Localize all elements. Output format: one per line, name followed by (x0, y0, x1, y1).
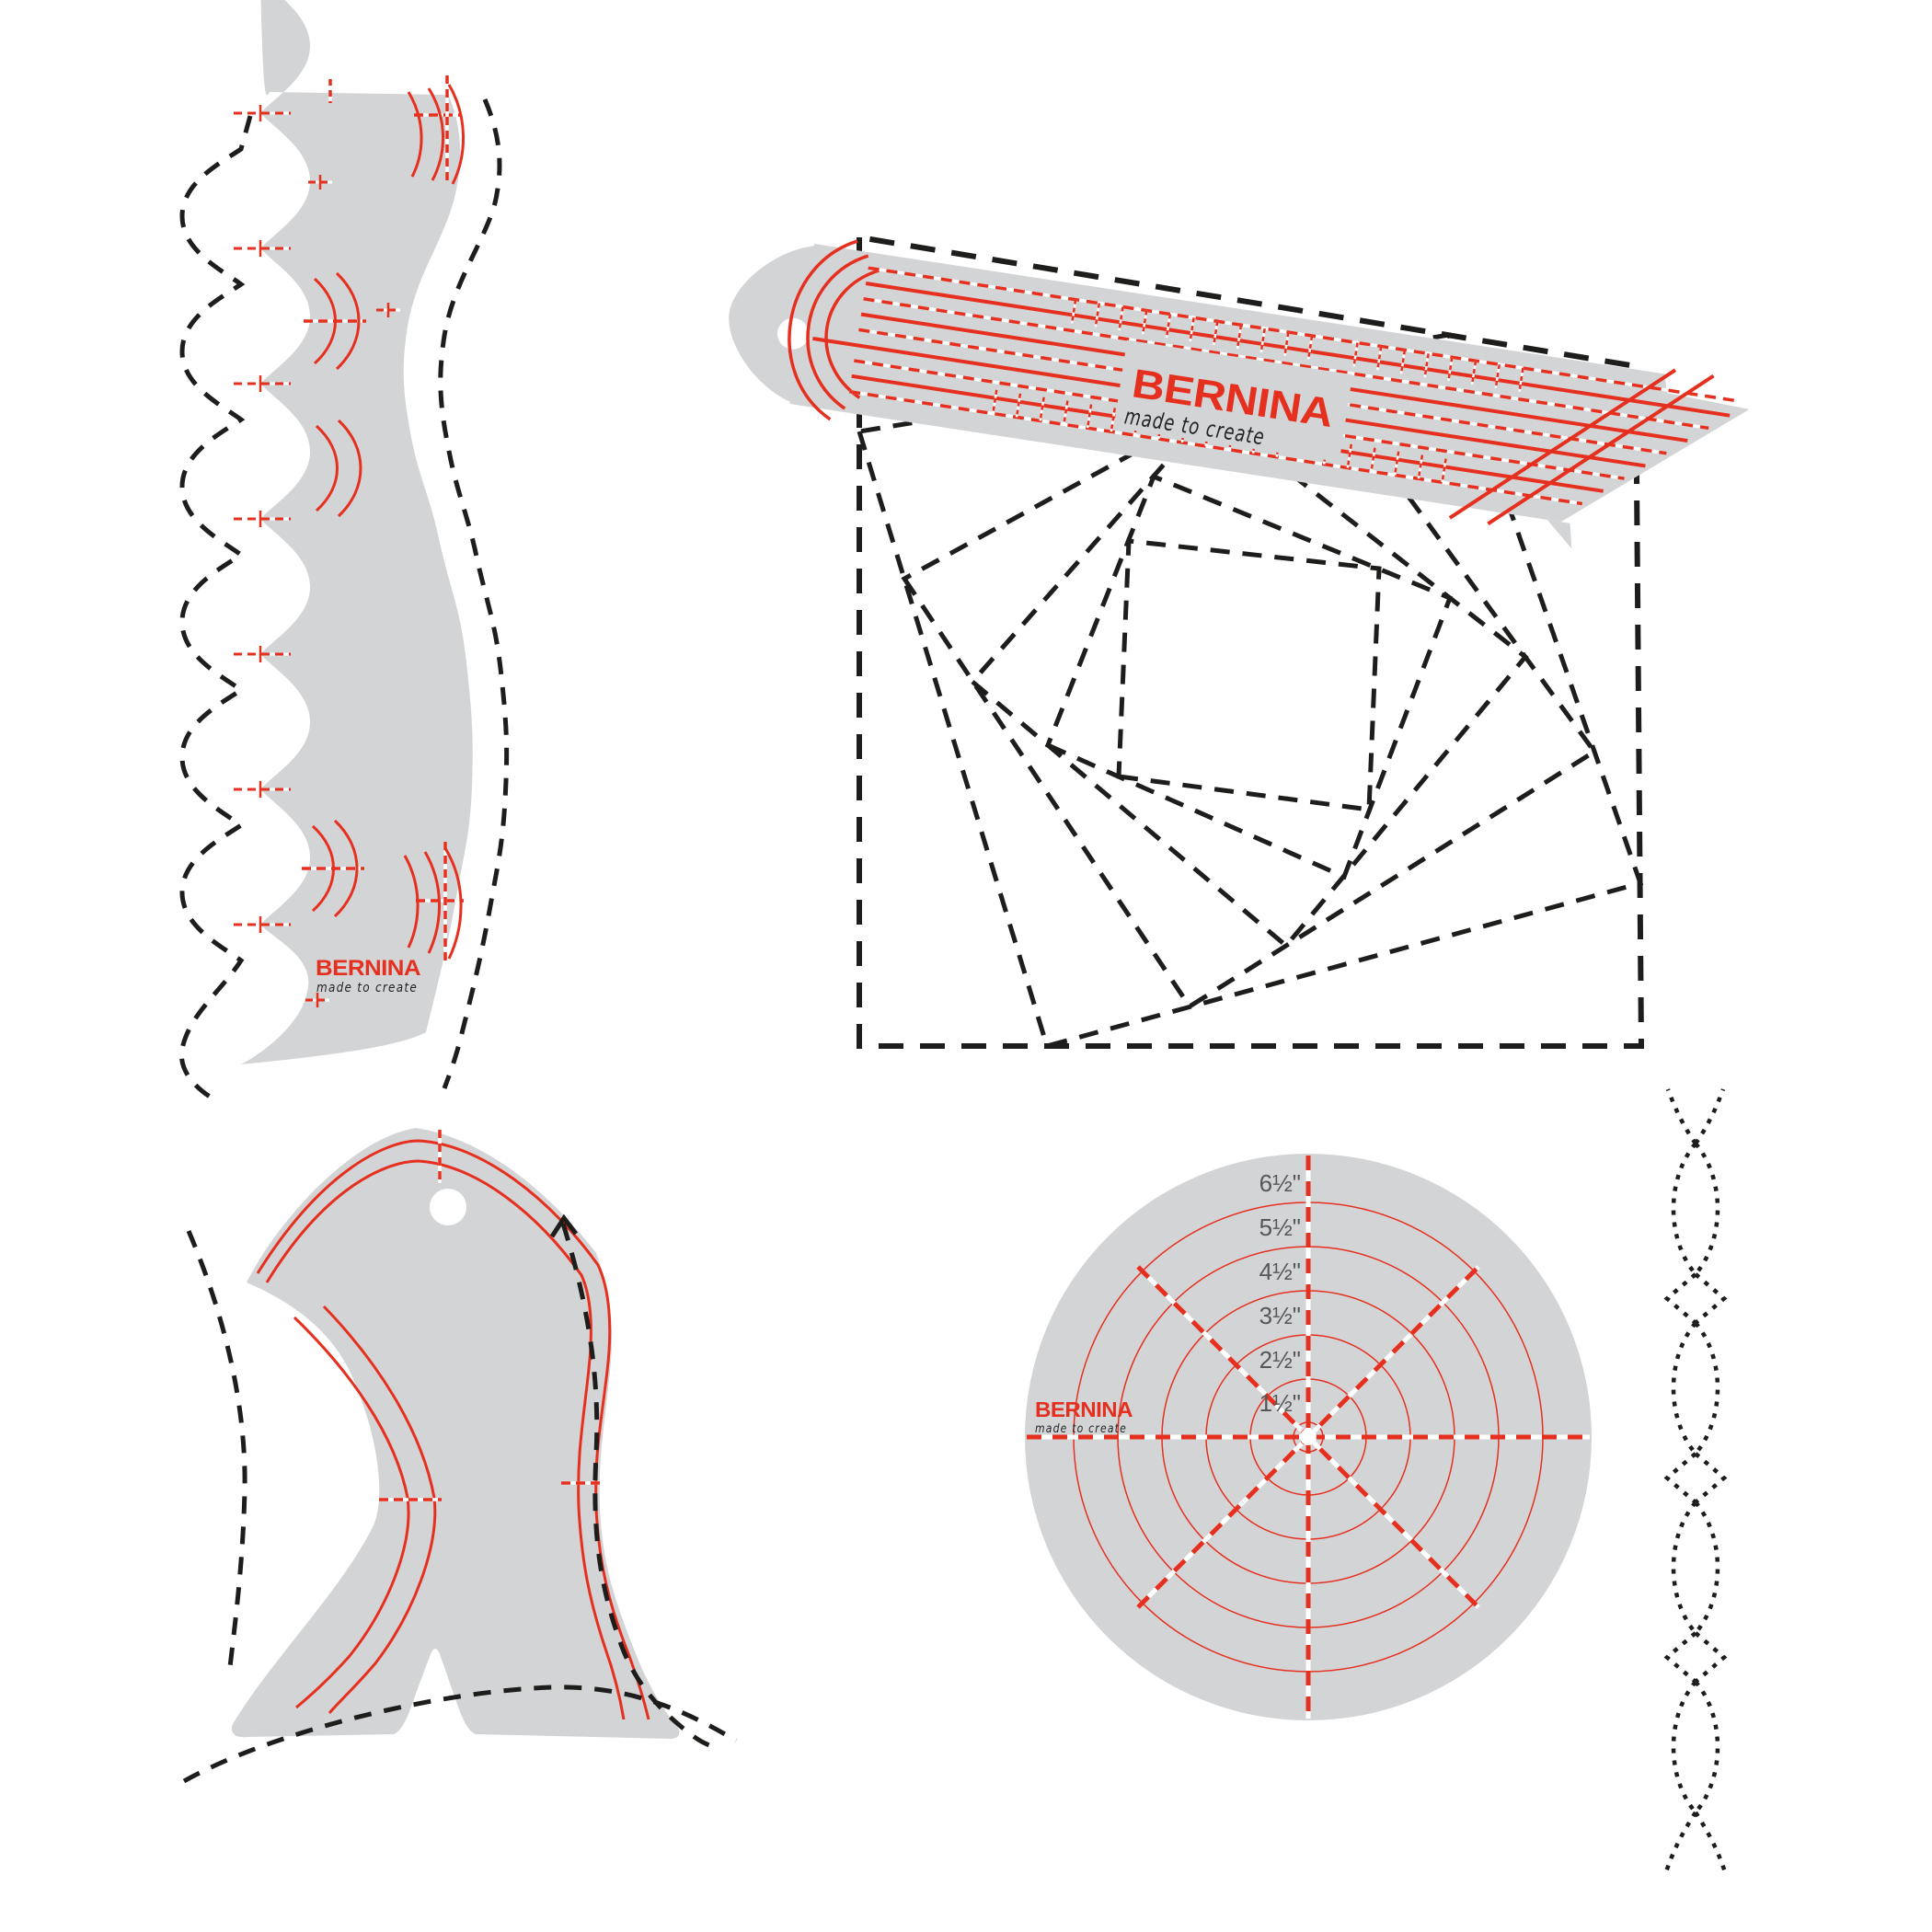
ruler-tick (1370, 447, 1376, 472)
ruler-tick (1394, 451, 1400, 476)
ruler-dashed-line (863, 297, 1709, 431)
stitch-guides-dashed (182, 1223, 738, 1784)
stitch-guide-left-dashed (178, 115, 253, 1099)
diameter-label: 2½" (1259, 1346, 1301, 1374)
ruler-tick (1306, 335, 1314, 360)
fin-body (231, 1128, 680, 1739)
ruler-dashed-line-underlay (868, 266, 1738, 403)
ruler-tick (1015, 393, 1022, 418)
spiral-ring (969, 408, 1529, 949)
guide-left (186, 1230, 247, 1668)
double-arc-a (313, 271, 361, 371)
wave-border-template: BERNINA made to create (178, 0, 510, 1099)
ruler-tick (992, 389, 998, 414)
circle-template-logo: BERNINA (1035, 1397, 1133, 1421)
ruler-tick (1259, 328, 1266, 353)
ruler-tick (1189, 317, 1195, 342)
cap-arcs-red (788, 239, 880, 421)
spiral-ring (1044, 473, 1454, 880)
ruler-tick (1236, 325, 1243, 350)
wave-template-tagline: made to create (316, 981, 418, 995)
wave-template-logo: BERNINA (316, 956, 420, 981)
curved-fin-template (182, 1128, 738, 1784)
hanging-hole (776, 317, 809, 350)
ruler-tick (1070, 299, 1077, 324)
wave-template-body (241, 0, 473, 1064)
triple-arc-top (407, 84, 466, 185)
ruler-dashed-line (848, 389, 1583, 506)
ruler-tick (1086, 404, 1093, 429)
ruler-end-tab (1547, 519, 1572, 549)
ruler-tick (1165, 314, 1172, 339)
triple-arc-bottom (403, 847, 463, 960)
guide-right (560, 1223, 720, 1751)
left-arc-inner (322, 1305, 437, 1714)
ruler-tick (1039, 397, 1045, 421)
guide-bottom (182, 1685, 738, 1784)
ruler-tick (1213, 321, 1219, 346)
ruler-tick (1283, 331, 1290, 356)
circle-quilting-template: 6½" 5½" 4½" 3½" 2½" 1½" BERNINA made to creat… (1025, 1154, 1592, 1720)
hanging-hole (430, 1189, 466, 1225)
cable-chain-stitch-pattern (1662, 1088, 1729, 1876)
diameter-label: 3½" (1259, 1302, 1301, 1329)
bias-cut-lines-red (1448, 368, 1715, 525)
left-arc-outer (293, 1316, 410, 1709)
ruler-tick (1441, 458, 1447, 483)
center-hole (1300, 1429, 1317, 1445)
double-arc-b (315, 419, 362, 518)
long-arc-inner (265, 1159, 626, 1720)
ruler-tick (1447, 357, 1454, 382)
ruler-tick (1417, 454, 1424, 479)
diameter-label: 6½" (1259, 1169, 1301, 1197)
ruler-tick (1376, 346, 1383, 371)
direction-arrowhead (549, 1213, 578, 1238)
curve-guides-red (311, 84, 466, 960)
strip-ruler-template: BERNINA made to create (729, 239, 1750, 549)
diameter-label: 5½" (1259, 1213, 1301, 1241)
ruler-tick (1399, 350, 1407, 374)
ruler-tick (1423, 353, 1430, 378)
diameter-labels: 6½" 5½" 4½" 3½" 2½" 1½" (1259, 1169, 1301, 1417)
circle-template-tagline: made to create (1035, 1421, 1127, 1436)
diameter-label: 4½" (1259, 1258, 1301, 1285)
ruler-tick (1518, 367, 1524, 392)
ruler-tick (1470, 361, 1478, 385)
cable-chain-path (1662, 1088, 1729, 1876)
ruler-tick (1142, 310, 1148, 335)
ruler-tick (1094, 303, 1101, 328)
diameter-label: 1½" (1259, 1389, 1301, 1417)
fabric-square-outline (857, 234, 1645, 1049)
ruler-tick (1063, 400, 1069, 425)
ruler-guide-lines (812, 266, 1738, 506)
ruler-tick (1352, 342, 1359, 367)
ruler-tick (1110, 408, 1116, 432)
stitch-guide-right-dashed (438, 98, 510, 1089)
curve-guides-red (256, 1139, 650, 1720)
ruler-tick (1494, 363, 1501, 389)
long-arc-outer (256, 1139, 650, 1720)
ruler-tick (1346, 443, 1353, 468)
logo-backplate (1113, 339, 1353, 463)
double-arc-c (311, 819, 359, 918)
ruler-solid-line (865, 282, 1731, 418)
spiral-ring (1116, 538, 1382, 812)
ruler-tick (1118, 306, 1124, 331)
alignment-marks (379, 1130, 605, 1501)
